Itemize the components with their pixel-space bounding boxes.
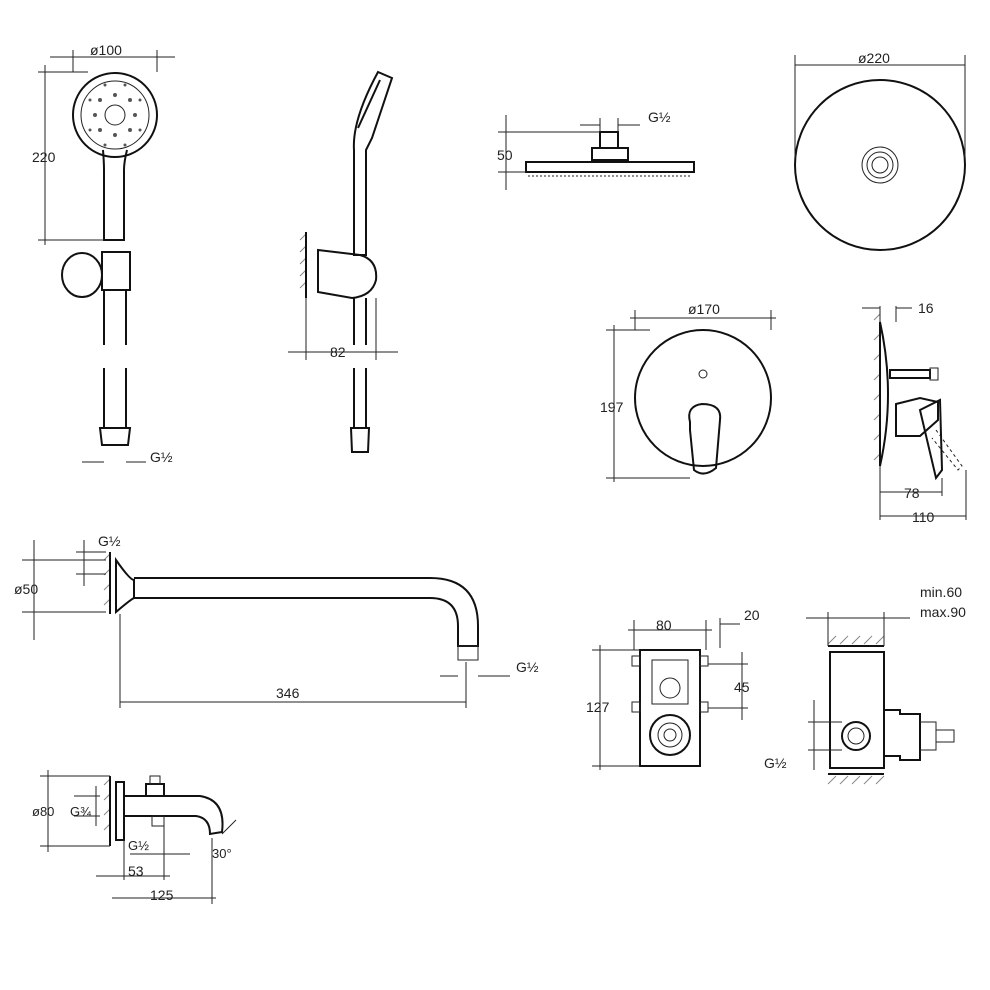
head-shower-side-view: G½ 50: [497, 109, 695, 190]
shower-arm-view: G½ ø50 346 G½: [14, 533, 539, 708]
head-thread-label: G½: [648, 109, 671, 125]
mixer-depth-110-label: 110: [912, 509, 935, 525]
hand-shower-thread-label: G½: [150, 449, 173, 465]
bath-spout-view: ø80 G¾ G½ 30° 53 125: [32, 770, 237, 904]
spout-125-label: 125: [150, 887, 174, 903]
mixer-projection-label: 16: [918, 300, 934, 316]
hand-shower-dia-label: ø100: [90, 42, 122, 58]
plate-dia-label: ø170: [688, 301, 720, 317]
hand-shower-side-view: 82: [288, 70, 398, 453]
box-height-label: 127: [586, 699, 610, 715]
spout-angle-label: 30°: [212, 846, 232, 861]
arm-flange-dia-label: ø50: [14, 581, 38, 597]
box-thread-label: G½: [764, 755, 787, 771]
box-spacing-label: 45: [734, 679, 750, 695]
hand-shower-front-view: ø100 220 G½: [32, 42, 175, 465]
spout-dia-label: ø80: [32, 804, 54, 819]
arm-length-label: 346: [276, 685, 300, 701]
mixer-plate-front-view: ø170 197: [600, 301, 776, 482]
concealed-box-front-view: 80 20 45 127: [586, 607, 760, 770]
mixer-side-view: 16 78 110: [862, 300, 967, 525]
spout-thread-in-label: G¾: [70, 804, 91, 819]
hand-shower-height-label: 220: [32, 149, 56, 165]
wall-max-label: max.90: [920, 604, 966, 620]
box-width-label: 80: [656, 617, 672, 633]
box-offset-label: 20: [744, 607, 760, 623]
arm-thread-end-label: G½: [516, 659, 539, 675]
concealed-box-side-view: min.60 max.90 G½: [764, 584, 966, 785]
mixer-depth-78-label: 78: [904, 485, 920, 501]
head-height-label: 50: [497, 147, 513, 163]
spout-thread-out-label: G½: [128, 838, 149, 853]
wall-min-label: min.60: [920, 584, 962, 600]
plate-height-label: 197: [600, 399, 624, 415]
holder-depth-label: 82: [330, 344, 346, 360]
head-shower-top-view: ø220: [794, 50, 966, 251]
head-dia-label: ø220: [858, 50, 890, 66]
arm-thread-top-label: G½: [98, 533, 121, 549]
spout-53-label: 53: [128, 863, 144, 879]
